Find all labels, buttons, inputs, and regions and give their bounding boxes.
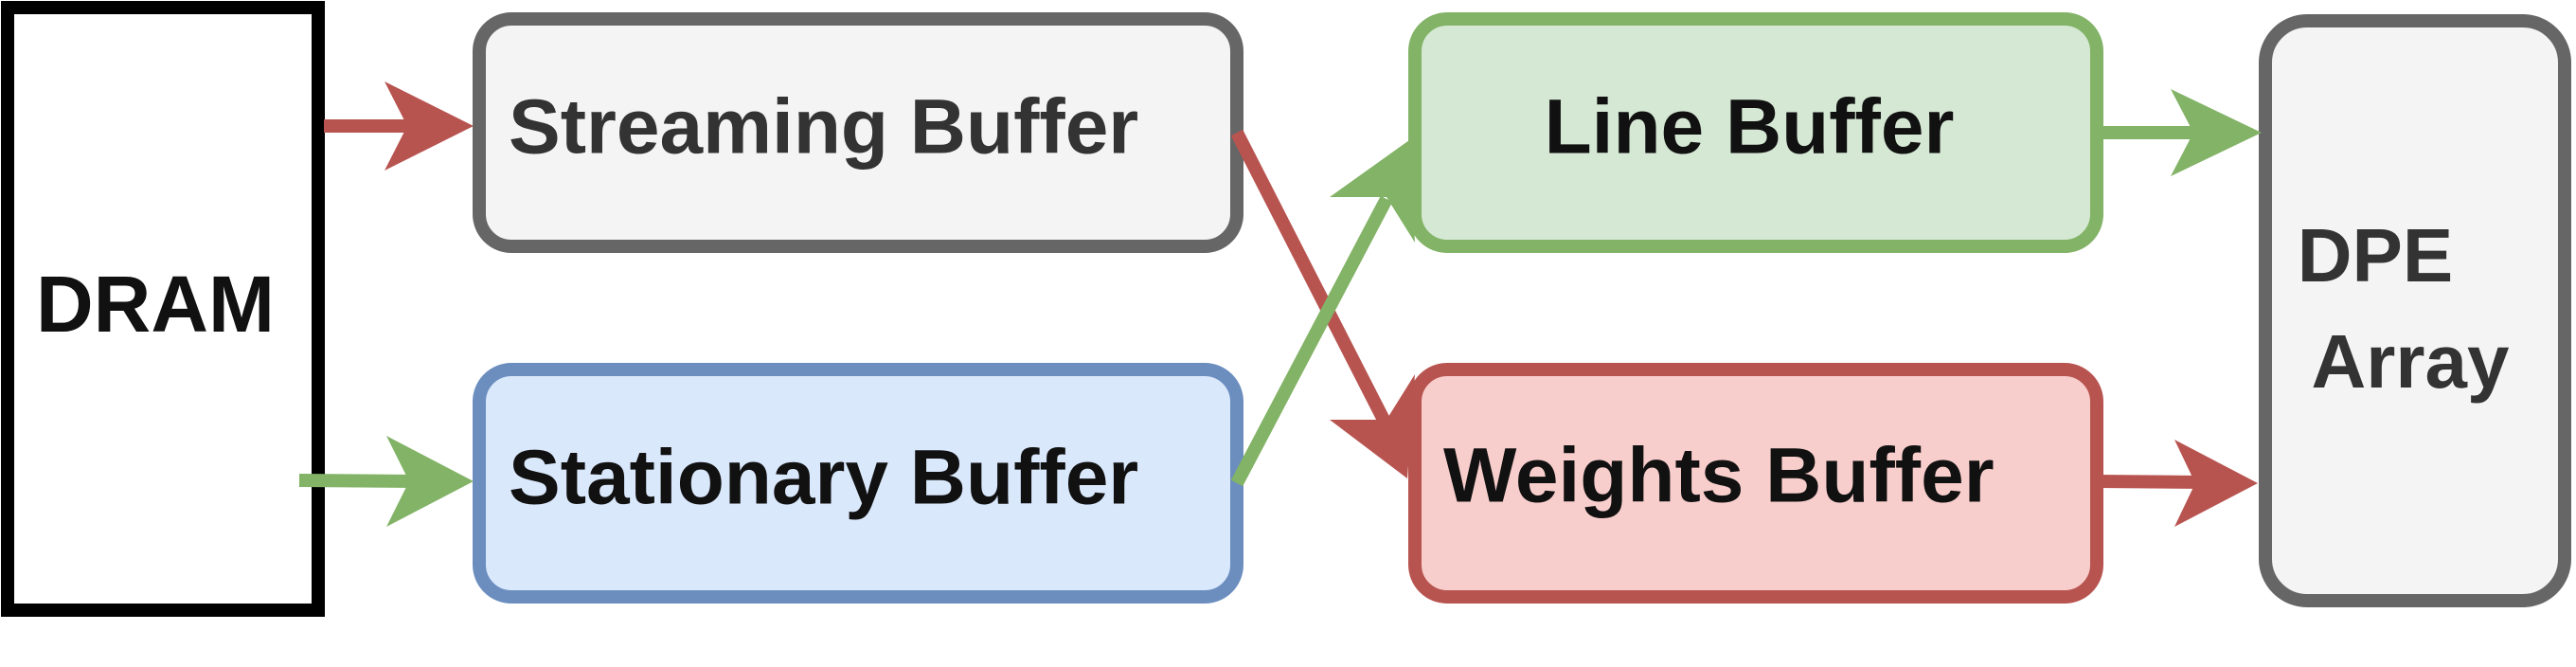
edge-line-to-dpe — [2097, 89, 2262, 176]
streaming-buffer-label: Streaming Buffer — [509, 84, 1138, 171]
edge-line — [1230, 129, 1391, 425]
line-buffer-node: Line Buffer — [1408, 12, 2103, 253]
edge-line — [298, 474, 418, 488]
arrowhead — [2171, 89, 2262, 176]
edge-weights-to-dpe — [2096, 440, 2258, 527]
arrowhead — [1330, 374, 1415, 478]
streaming-buffer-node: Streaming Buffer — [473, 12, 1243, 253]
arrowhead — [385, 81, 474, 171]
arrowhead — [1330, 140, 1415, 243]
dpe-array-node: DPE Array — [2259, 14, 2571, 607]
dpe-array-label-line1: DPE — [2298, 213, 2454, 297]
edge-line — [2096, 475, 2204, 489]
dram-node: DRAM — [1, 1, 325, 617]
weights-buffer-node: Weights Buffer — [1408, 363, 2103, 604]
dram-label: DRAM — [36, 260, 275, 349]
stationary-buffer-label: Stationary Buffer — [509, 435, 1138, 521]
edge-stationary-to-line — [1230, 140, 1415, 487]
dpe-array-label-line2: Array — [2311, 319, 2510, 404]
edge-line — [1230, 195, 1393, 487]
stationary-buffer-node: Stationary Buffer — [473, 363, 1243, 604]
weights-buffer-label: Weights Buffer — [1443, 433, 1995, 519]
edge-dram-to-streaming — [324, 81, 474, 171]
arrowhead — [386, 436, 474, 527]
edge-dram-to-stationary — [298, 436, 474, 527]
line-buffer-label: Line Buffer — [1545, 84, 1955, 171]
stationary-buffer-box — [473, 363, 1243, 604]
arrowhead — [2174, 440, 2258, 527]
edge-streaming-to-weights — [1230, 129, 1415, 478]
dpe-array-box — [2259, 14, 2571, 607]
dram-box — [1, 1, 325, 617]
